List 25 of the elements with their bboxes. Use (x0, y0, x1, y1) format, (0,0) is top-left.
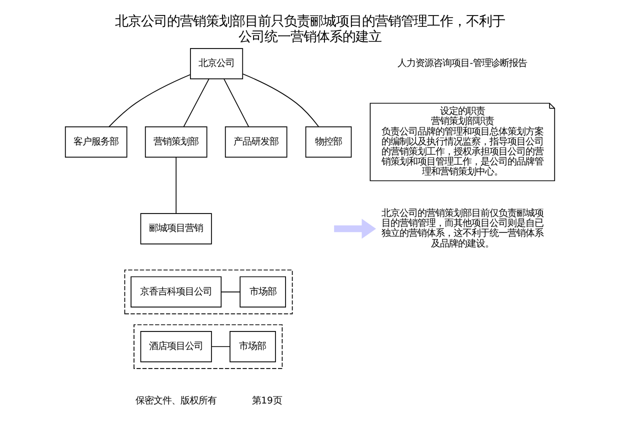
node-box: 物控部 (305, 126, 352, 158)
connector (220, 291, 240, 292)
label: 保密文件、版权所有 (136, 396, 217, 407)
connector (242, 74, 319, 127)
connector (183, 78, 210, 128)
node-box: 营销策划部 (144, 126, 208, 158)
connector (224, 78, 250, 128)
node-box: 北京公司 (190, 48, 244, 80)
label: 第19页 (252, 396, 282, 407)
node-box: 产品研发部 (224, 126, 288, 158)
connector (108, 74, 191, 128)
diagram-title: 北京公司的营销策划部目前只负责郦城项目的营销管理工作，不利于公司统一营销体系的建立 (115, 14, 505, 45)
label: 人力资源咨询项目-管理诊断报告 (398, 58, 528, 70)
node-box: 市场部 (230, 331, 276, 362)
arrow (334, 218, 376, 239)
node-box: 郦城项目营销 (140, 213, 212, 244)
cluster (124, 270, 293, 314)
node-box: 酒店项目公司 (140, 331, 212, 362)
connector (176, 156, 177, 214)
node-box: 市场部 (240, 276, 286, 308)
node-text: 北京公司的营销策划部目前仅负责郦城项目的营销管理，而其他项目公司则是自已独立的营销体系，这不利于统一营销体系及品牌的建设。 (381, 208, 544, 250)
node-box: 客户服务部 (64, 126, 128, 158)
node-box: 京香吉科项目公司 (130, 276, 222, 308)
cluster (134, 324, 283, 369)
connector (211, 346, 230, 348)
